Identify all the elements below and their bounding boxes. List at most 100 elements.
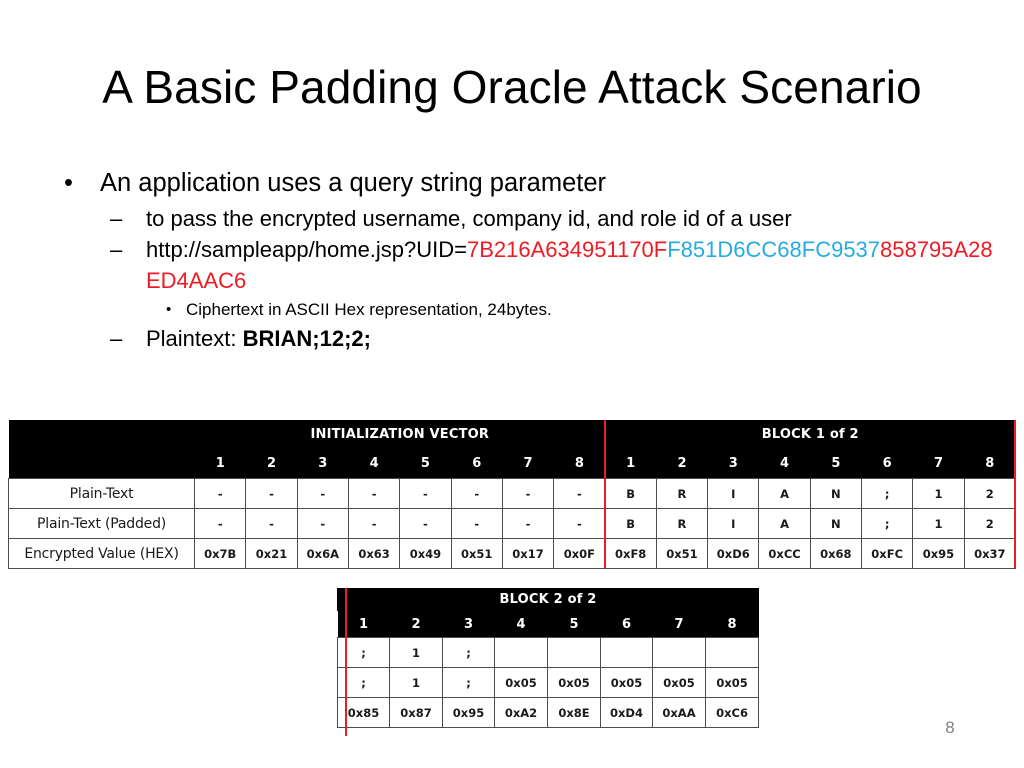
table-row: ; 1 ; 0x05 0x05 0x05 0x05 0x05 bbox=[337, 667, 760, 698]
cell: - bbox=[296, 478, 349, 509]
bullet-level2-text: to pass the encrypted username, company … bbox=[146, 206, 792, 231]
cell: - bbox=[347, 478, 401, 509]
bullet-marker-icon: • bbox=[64, 169, 73, 197]
cell: - bbox=[501, 478, 555, 509]
cell: 0x21 bbox=[245, 538, 298, 569]
bullet-level1-text: An application uses a query string param… bbox=[100, 169, 607, 197]
cell bbox=[547, 637, 601, 668]
cell bbox=[600, 637, 653, 668]
cell: 0x63 bbox=[347, 538, 401, 569]
cell: 0x8E bbox=[547, 697, 601, 728]
cell: ; bbox=[861, 508, 914, 539]
cell: 1 bbox=[912, 478, 965, 509]
block2-col-num: 4 bbox=[494, 611, 548, 638]
cell: 0x05 bbox=[704, 667, 760, 698]
cell: 0x68 bbox=[809, 538, 863, 569]
group-header-initialization-vector: INITIALIZATION VECTOR bbox=[194, 420, 606, 449]
iv-col-num: 5 bbox=[399, 449, 452, 479]
table-row: 0x85 0x87 0x95 0xA2 0x8E 0xD4 0xAA 0xC6 bbox=[337, 697, 760, 728]
page-title: A Basic Padding Oracle Attack Scenario bbox=[102, 61, 922, 113]
cell: ; bbox=[861, 478, 914, 509]
dash-marker-icon: – bbox=[110, 326, 123, 351]
iv-block1-table-wrapper: INITIALIZATION VECTOR BLOCK 1 of 2 1 2 3… bbox=[7, 420, 1017, 569]
cell: - bbox=[194, 508, 247, 539]
cell: I bbox=[707, 508, 760, 539]
cell: 0xD6 bbox=[707, 538, 760, 569]
iv-col-num: 1 bbox=[194, 449, 246, 479]
block1-col-num: 3 bbox=[707, 449, 759, 479]
cell: 0x49 bbox=[399, 538, 452, 569]
url-hex-cyan-1: F851D6CC bbox=[667, 237, 778, 262]
url-hex-red-2: 858795A28ED4AAC6 bbox=[146, 237, 993, 293]
block2-col-num: 6 bbox=[600, 611, 653, 638]
iv-col-num: 3 bbox=[297, 449, 349, 479]
cell: 0xA2 bbox=[494, 697, 548, 728]
iv-block1-table: INITIALIZATION VECTOR BLOCK 1 of 2 1 2 3… bbox=[7, 420, 1017, 569]
table-column-number-row: 1 2 3 4 5 6 7 8 1 2 3 4 5 6 7 8 bbox=[8, 449, 1016, 479]
block2-table: BLOCK 2 of 2 1 2 3 4 5 6 7 8 ; 1 ; ; 1 ;… bbox=[336, 588, 760, 728]
iv-col-num: 6 bbox=[451, 449, 503, 479]
cell bbox=[704, 637, 760, 668]
bullet-body: • An application uses a query string par… bbox=[56, 163, 1006, 354]
cell bbox=[494, 637, 548, 668]
cell: 0x51 bbox=[655, 538, 709, 569]
block1-col-num: 8 bbox=[964, 449, 1016, 479]
table-row: Plain-Text - - - - - - - - B R I A N ; 1… bbox=[7, 478, 1017, 509]
block2-col-num: 7 bbox=[652, 611, 706, 638]
cell: 0x05 bbox=[494, 667, 548, 698]
cell: A bbox=[758, 478, 811, 509]
block2-table-wrapper: BLOCK 2 of 2 1 2 3 4 5 6 7 8 ; 1 ; ; 1 ;… bbox=[336, 588, 760, 728]
block1-col-num: 7 bbox=[912, 449, 965, 479]
cell: 0xF8 bbox=[604, 538, 657, 569]
bullet-level1: • An application uses a query string par… bbox=[56, 163, 1006, 203]
block2-col-num: 5 bbox=[547, 611, 601, 638]
bullet-level3-text: Ciphertext in ASCII Hex representation, … bbox=[186, 300, 552, 319]
block1-col-num: 4 bbox=[758, 449, 811, 479]
table-row: ; 1 ; bbox=[337, 637, 760, 668]
cell: R bbox=[655, 478, 709, 509]
iv-col-num: 2 bbox=[245, 449, 298, 479]
cell: ; bbox=[442, 667, 495, 698]
cell: 2 bbox=[963, 478, 1017, 509]
table-row: Encrypted Value (HEX) 0x7B 0x21 0x6A 0x6… bbox=[7, 538, 1017, 569]
row-label-plain-text-padded: Plain-Text (Padded) bbox=[7, 508, 196, 539]
dash-marker-icon: – bbox=[110, 237, 123, 262]
cell: - bbox=[553, 508, 606, 539]
cell: 0x95 bbox=[912, 538, 965, 569]
block1-right-divider bbox=[1014, 420, 1016, 568]
row-label-plain-text: Plain-Text bbox=[7, 478, 196, 509]
url-hex-red-1: 7B216A634951170F bbox=[467, 237, 668, 262]
block2-left-divider bbox=[345, 588, 347, 736]
table-group-header-row: INITIALIZATION VECTOR BLOCK 1 of 2 bbox=[8, 420, 1017, 449]
cell: 0x51 bbox=[450, 538, 503, 569]
cell: 0xCC bbox=[758, 538, 811, 569]
cell: N bbox=[809, 478, 863, 509]
cell: B bbox=[604, 508, 657, 539]
cell: N bbox=[809, 508, 863, 539]
table-row: Plain-Text (Padded) - - - - - - - - B R … bbox=[7, 508, 1017, 539]
bullet-level2-encrypted-params: – to pass the encrypted username, compan… bbox=[56, 203, 1006, 234]
bullet-level3-ciphertext-note: • Ciphertext in ASCII Hex representation… bbox=[56, 296, 1006, 323]
group-header-block-1: BLOCK 1 of 2 bbox=[604, 420, 1017, 449]
plaintext-value: BRIAN;12;2; bbox=[242, 326, 371, 351]
block2-col-num: 3 bbox=[442, 611, 495, 638]
cell: 1 bbox=[912, 508, 965, 539]
cell: 1 bbox=[389, 637, 443, 668]
cell: - bbox=[296, 508, 349, 539]
bullet-level2-plaintext: –Plaintext: BRIAN;12;2; bbox=[56, 323, 1006, 354]
iv-col-num: 7 bbox=[502, 449, 554, 479]
url-prefix: http://sampleapp/home.jsp?UID= bbox=[146, 237, 468, 262]
group-header-block-2: BLOCK 2 of 2 bbox=[336, 588, 760, 611]
cell: 1 bbox=[389, 667, 443, 698]
cell: 0x05 bbox=[547, 667, 601, 698]
cell: - bbox=[501, 508, 555, 539]
cell: ; bbox=[442, 637, 495, 668]
cell: 0x37 bbox=[963, 538, 1017, 569]
block1-col-num: 2 bbox=[656, 449, 708, 479]
cell: 0x95 bbox=[442, 697, 495, 728]
cell: - bbox=[399, 478, 452, 509]
block1-col-num: 5 bbox=[810, 449, 862, 479]
cell: 0xD4 bbox=[600, 697, 653, 728]
block2-col-num: 8 bbox=[705, 611, 759, 638]
plaintext-label: Plaintext: bbox=[146, 326, 243, 351]
